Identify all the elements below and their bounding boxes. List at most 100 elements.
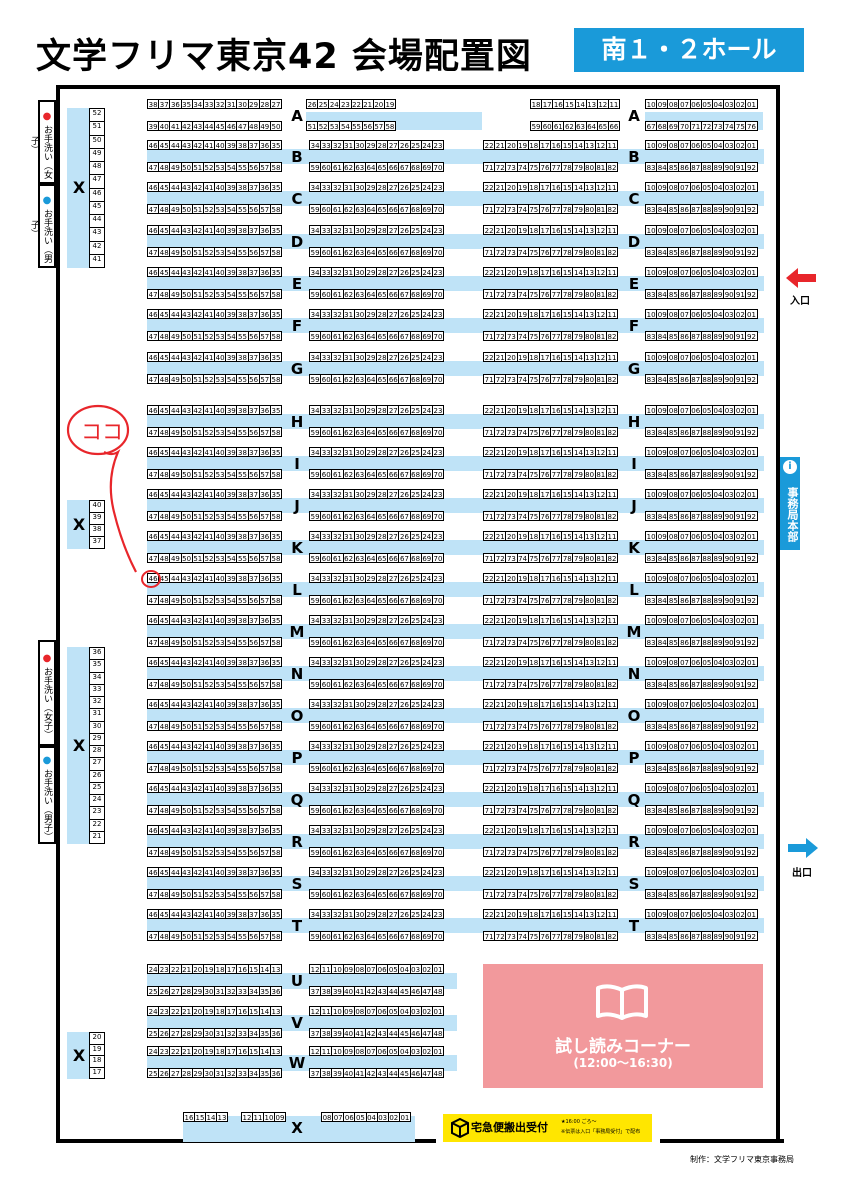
booth-cell[interactable]: 23 <box>433 575 443 582</box>
booth-cell[interactable]: 08 <box>668 742 680 750</box>
booth-cell[interactable]: 79 <box>574 848 585 856</box>
booth-cell[interactable]: 42 <box>193 225 204 234</box>
booth-cell[interactable]: 52 <box>204 890 216 898</box>
booth-cell[interactable]: 39 <box>226 868 238 876</box>
booth-cell[interactable]: 50 <box>182 163 193 171</box>
booth-cell[interactable]: 08 <box>668 310 680 319</box>
booth-cell[interactable]: 82 <box>607 765 617 772</box>
booth-cell[interactable]: 75 <box>529 554 540 562</box>
booth-cell[interactable]: 24 <box>422 658 433 666</box>
booth-cell[interactable]: 03 <box>378 1113 389 1121</box>
booth-cell[interactable]: 39 <box>226 616 238 624</box>
booth-cell[interactable]: 18 <box>531 100 543 108</box>
booth-cell[interactable]: 54 <box>226 722 238 730</box>
booth-cell[interactable]: 44 <box>170 225 182 234</box>
booth-cell[interactable]: 63 <box>355 163 366 171</box>
booth-cell[interactable]: 03 <box>724 910 736 918</box>
booth-cell[interactable]: 91 <box>735 596 747 604</box>
booth-cell[interactable]: 19 <box>518 267 529 276</box>
booth-cell[interactable]: 61 <box>332 289 344 298</box>
booth-cell[interactable]: 03 <box>411 965 422 973</box>
booth-cell[interactable]: 44 <box>388 1029 400 1037</box>
booth-cell[interactable]: 03 <box>724 267 736 276</box>
booth-cell[interactable]: 24 <box>90 795 104 808</box>
booth-cell[interactable]: 53 <box>215 512 227 520</box>
booth-cell[interactable]: 44 <box>170 826 182 834</box>
booth-cell[interactable]: 62 <box>344 806 355 814</box>
booth-cell[interactable]: 22 <box>484 574 496 582</box>
booth-cell[interactable]: 55 <box>238 932 249 940</box>
booth-cell[interactable]: 34 <box>193 100 204 108</box>
booth-cell[interactable]: 58 <box>271 723 281 730</box>
booth-cell[interactable]: 31 <box>215 1069 227 1077</box>
booth-cell[interactable]: 67 <box>400 205 411 214</box>
booth-cell[interactable]: 38 <box>238 141 249 149</box>
booth-cell[interactable]: 04 <box>713 141 725 149</box>
booth-cell[interactable]: 79 <box>574 596 585 604</box>
booth-cell[interactable]: 43 <box>182 225 193 234</box>
booth-cell[interactable]: 65 <box>377 289 389 298</box>
booth-cell[interactable]: 35 <box>182 100 193 108</box>
booth-cell[interactable]: 54 <box>226 932 238 940</box>
booth-cell[interactable]: 05 <box>702 448 713 456</box>
booth-cell[interactable]: 89 <box>713 374 725 383</box>
booth-cell[interactable]: 51 <box>193 428 204 436</box>
booth-cell[interactable]: 13 <box>585 406 596 414</box>
booth-cell[interactable]: 83 <box>646 332 658 341</box>
booth-cell[interactable]: 86 <box>680 163 691 171</box>
booth-cell[interactable]: 15 <box>562 225 574 234</box>
booth-cell[interactable]: 52 <box>204 332 216 341</box>
booth-cell[interactable]: 07 <box>680 267 691 276</box>
booth-cell[interactable]: 54 <box>226 470 238 478</box>
booth-cell[interactable]: 15 <box>562 532 574 540</box>
booth-cell[interactable]: 53 <box>215 848 227 856</box>
booth-cell[interactable]: 56 <box>249 289 260 298</box>
booth-cell[interactable]: 34 <box>310 490 322 498</box>
booth-cell[interactable]: 05 <box>702 574 713 582</box>
booth-cell[interactable]: 92 <box>747 555 756 562</box>
booth-cell[interactable]: 47 <box>90 175 104 189</box>
booth-cell[interactable]: 67 <box>400 806 411 814</box>
booth-cell[interactable]: 82 <box>607 248 617 256</box>
booth-cell[interactable]: 12 <box>596 490 607 498</box>
booth-cell[interactable]: 41 <box>204 616 216 624</box>
booth-cell[interactable]: 42 <box>193 406 204 414</box>
booth-cell[interactable]: 41 <box>204 784 216 792</box>
booth-cell[interactable]: 23 <box>433 268 443 276</box>
booth-cell[interactable]: 56 <box>249 596 260 604</box>
booth-cell[interactable]: 29 <box>366 616 378 624</box>
booth-cell[interactable]: 88 <box>702 638 713 646</box>
booth-cell[interactable]: 25 <box>411 616 422 624</box>
booth-cell[interactable]: 31 <box>344 225 355 234</box>
booth-cell[interactable]: 44 <box>170 448 182 456</box>
booth-cell[interactable]: 18 <box>529 352 540 361</box>
booth-cell[interactable]: 19 <box>518 784 529 792</box>
booth-cell[interactable]: 50 <box>182 374 193 383</box>
booth-cell[interactable]: 38 <box>321 1069 333 1077</box>
booth-cell[interactable]: 66 <box>388 428 400 436</box>
booth-cell[interactable]: 42 <box>193 616 204 624</box>
booth-cell[interactable]: 49 <box>170 205 182 214</box>
booth-cell[interactable]: 42 <box>193 826 204 834</box>
booth-cell[interactable]: 63 <box>355 205 366 214</box>
booth-cell[interactable]: 60 <box>542 122 554 130</box>
booth-cell[interactable]: 27 <box>388 141 400 149</box>
booth-cell[interactable]: 56 <box>249 512 260 520</box>
booth-cell[interactable]: 90 <box>724 163 736 171</box>
booth-cell[interactable]: 13 <box>585 658 596 666</box>
booth-cell[interactable]: 37 <box>249 658 260 666</box>
booth-cell[interactable]: 59 <box>310 764 322 772</box>
booth-cell[interactable]: 36 <box>271 988 281 995</box>
booth-cell[interactable]: 46 <box>148 352 160 361</box>
booth-cell[interactable]: 10 <box>646 574 658 582</box>
booth-cell[interactable]: 37 <box>249 784 260 792</box>
booth-cell[interactable]: 19 <box>204 965 216 973</box>
booth-cell[interactable]: 83 <box>646 374 658 383</box>
booth-cell[interactable]: 01 <box>747 407 756 414</box>
booth-cell[interactable]: 78 <box>562 596 574 604</box>
booth-cell[interactable]: 02 <box>735 742 747 750</box>
booth-cell[interactable]: 20 <box>506 267 518 276</box>
booth-cell[interactable]: 73 <box>506 848 518 856</box>
booth-cell[interactable]: 04 <box>713 225 725 234</box>
booth-cell[interactable]: 90 <box>724 932 736 940</box>
